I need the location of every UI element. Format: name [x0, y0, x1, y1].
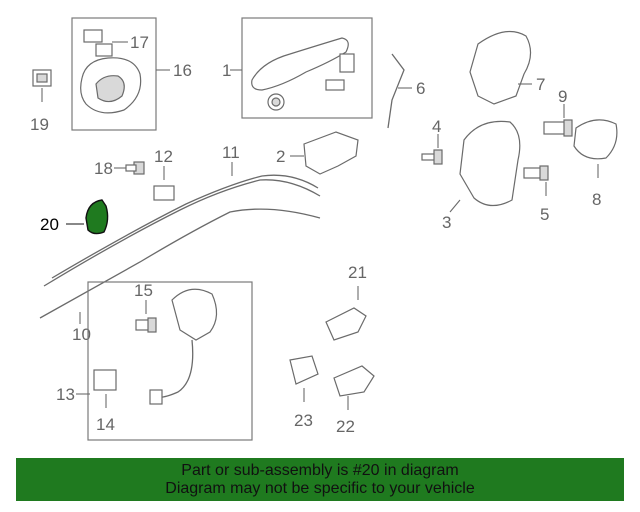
rod-part-6 [387, 53, 405, 129]
callout-20: 20 [40, 215, 59, 234]
bolt-part-9 [543, 119, 573, 137]
callout-1: 1 [222, 61, 231, 80]
callout-11: 11 [222, 143, 240, 162]
callout-23: 23 [294, 411, 313, 430]
bracket-part-2 [303, 131, 359, 175]
hinge-part-22 [333, 365, 375, 397]
callout-18: 18 [94, 159, 113, 178]
cable-part-11 [43, 179, 321, 287]
callout-6: 6 [416, 79, 425, 98]
hinge-part-21 [325, 307, 367, 341]
footer-banner: Part or sub-assembly is #20 in diagram D… [16, 458, 624, 501]
callout-21: 21 [348, 263, 367, 282]
callout-3: 3 [442, 213, 451, 232]
screw-part-4 [421, 149, 443, 165]
callout-19: 19 [30, 115, 49, 134]
callout-14: 14 [96, 415, 115, 434]
check-part-23 [289, 355, 319, 385]
callout-8: 8 [592, 190, 601, 209]
footer-line-1: Part or sub-assembly is #20 in diagram [181, 462, 459, 479]
callout-10: 10 [72, 325, 91, 344]
clip-part-12 [153, 185, 175, 201]
outer-handle-group-box [241, 17, 373, 119]
clip-part-19 [32, 69, 52, 87]
callout-7: 7 [536, 75, 545, 94]
bolt-part-5 [523, 165, 549, 181]
callout-4: 4 [432, 117, 441, 136]
callout-13: 13 [56, 385, 75, 404]
actuator-group-box [87, 281, 253, 441]
bolt-part-15 [135, 317, 157, 333]
screw-part-18 [125, 161, 145, 175]
callout-15: 15 [134, 281, 153, 300]
highlighted-part-20 [85, 199, 109, 235]
footer-line-2: Diagram may not be specific to your vehi… [165, 480, 475, 497]
callout-16: 16 [173, 61, 192, 80]
outer-handle-part [251, 37, 355, 111]
inner-handle-group-box [71, 17, 157, 131]
cover-part-7 [469, 30, 532, 105]
callout-2: 2 [276, 147, 285, 166]
callout-9: 9 [558, 87, 567, 106]
actuator-part [93, 288, 218, 405]
inner-handle-part [80, 29, 142, 114]
striker-part-8 [573, 119, 618, 160]
callout-17: 17 [130, 33, 149, 52]
callout-22: 22 [336, 417, 355, 436]
callout-12: 12 [154, 147, 173, 166]
latch-part-3 [459, 120, 521, 207]
callout-5: 5 [540, 205, 549, 224]
